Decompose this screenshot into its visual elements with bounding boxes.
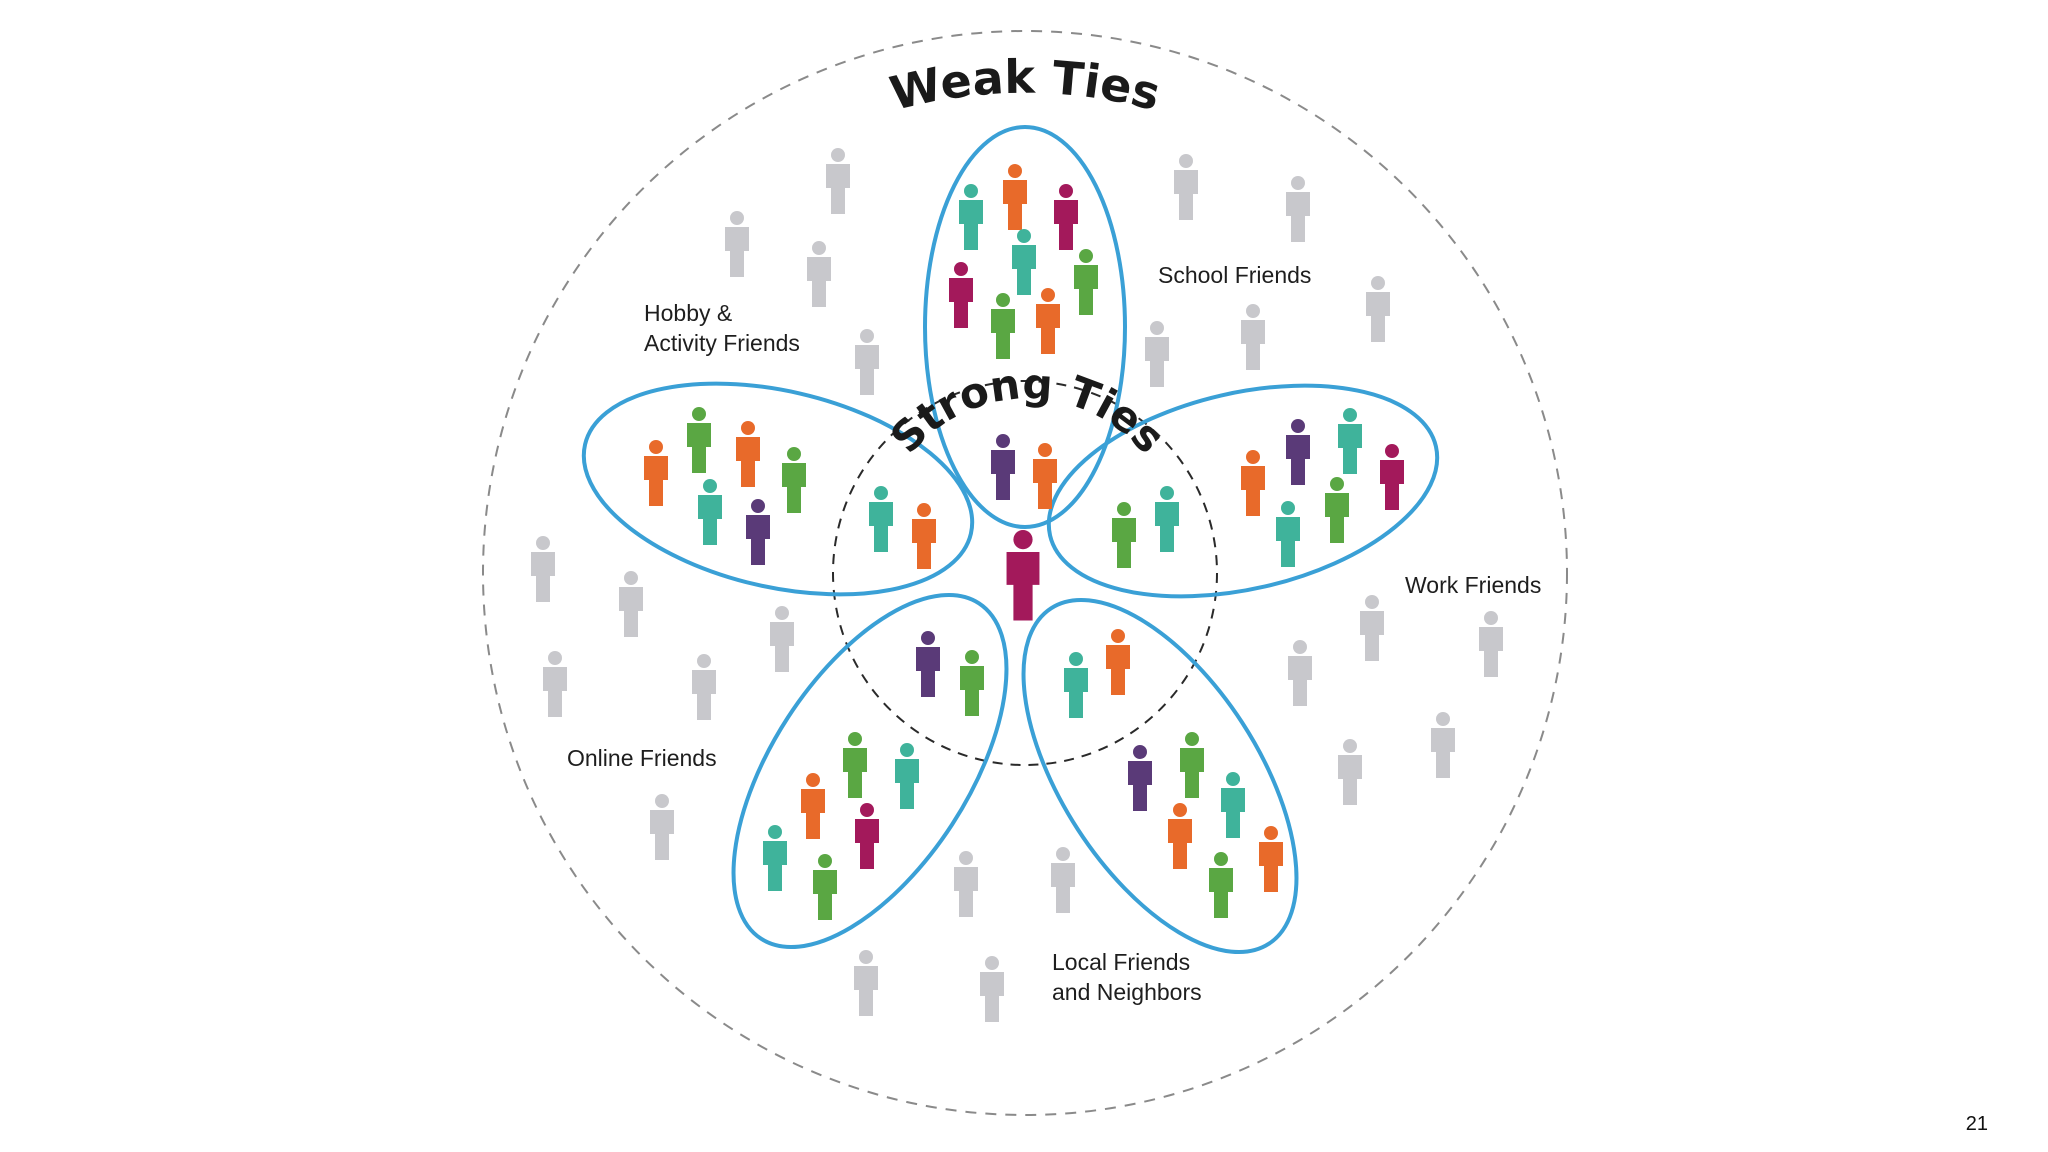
weak-tie-person-icon [1051,847,1075,913]
friend-person-icon [1106,629,1130,695]
friend-person-icon [1112,502,1136,568]
petal-online-friends [731,592,1009,950]
friend-person-icon [869,486,893,552]
friend-person-icon [1259,826,1283,892]
friend-person-icon [916,631,940,697]
friend-person-icon [1054,184,1078,250]
friend-person-icon [991,434,1015,500]
weak-tie-person-icon [619,571,643,637]
friend-person-icon [746,499,770,565]
friend-person-icon [1012,229,1036,295]
friend-person-icon [813,854,837,920]
petal-school-friends [923,125,1127,529]
center-person-icon [1006,530,1040,621]
weak-tie-person-icon [1479,611,1503,677]
strong-ties-boundary [832,380,1218,766]
friend-person-icon [1276,501,1300,567]
weak-tie-person-icon [980,956,1004,1022]
weak-tie-person-icon [1366,276,1390,342]
weak-tie-person-icon [531,536,555,602]
weak-tie-person-icon [1145,321,1169,387]
friend-person-icon [991,293,1015,359]
friend-person-icon [1221,772,1245,838]
weak-tie-person-icon [725,211,749,277]
friend-person-icon [644,440,668,506]
weak-tie-person-icon [826,148,850,214]
friend-person-icon [782,447,806,513]
friend-person-icon [1380,444,1404,510]
friend-person-icon [1128,745,1152,811]
friend-person-icon [949,262,973,328]
friend-person-icon [736,421,760,487]
weak-tie-person-icon [543,651,567,717]
friend-person-icon [1168,803,1192,869]
friend-person-icon [1209,852,1233,918]
page-number: 21 [1965,1113,1988,1135]
friend-person-icon [1003,164,1027,230]
weak-tie-person-icon [1288,640,1312,706]
friend-person-icon [912,503,936,569]
friend-person-icon [960,650,984,716]
friend-person-icon [763,825,787,891]
friend-person-icon [1338,408,1362,474]
weak-tie-person-icon [854,950,878,1016]
friend-person-icon [1155,486,1179,552]
friend-person-icon [855,803,879,869]
friend-person-icon [687,407,711,473]
weak-tie-person-icon [954,851,978,917]
friend-person-icon [1064,652,1088,718]
label-hobby-friends: Hobby & Activity Friends [644,300,800,356]
weak-tie-person-icon [770,606,794,672]
friend-person-icon [698,479,722,545]
weak-tie-person-icon [1360,595,1384,661]
weak-tie-person-icon [1241,304,1265,370]
weak-tie-person-icon [650,794,674,860]
weak-tie-person-icon [1174,154,1198,220]
friend-person-icon [895,743,919,809]
petal-hobby-friends [581,381,975,597]
weak-tie-person-icon [1286,176,1310,242]
label-local-friends: Local Friends and Neighbors [1052,949,1202,1005]
weak-ties-title: Weak Ties [885,50,1166,121]
friend-person-icon [1325,477,1349,543]
petal-local-friends [1021,597,1299,955]
weak-tie-person-icon [807,241,831,307]
weak-tie-person-icon [1431,712,1455,778]
friend-person-icon [843,732,867,798]
friend-person-icon [959,184,983,250]
label-school-friends: School Friends [1158,262,1311,288]
weak-tie-person-icon [855,329,879,395]
friend-person-icon [1241,450,1265,516]
friend-person-icon [801,773,825,839]
weak-tie-person-icon [692,654,716,720]
friend-person-icon [1074,249,1098,315]
label-online-friends: Online Friends [567,745,717,771]
label-work-friends: Work Friends [1405,572,1541,598]
friend-person-icon [1180,732,1204,798]
weak-ties-boundary [482,30,1568,1116]
petal-work-friends [1046,383,1440,599]
friend-person-icon [1036,288,1060,354]
strong-ties-title: Strong Ties [881,359,1174,462]
friend-person-icon [1286,419,1310,485]
weak-tie-person-icon [1338,739,1362,805]
